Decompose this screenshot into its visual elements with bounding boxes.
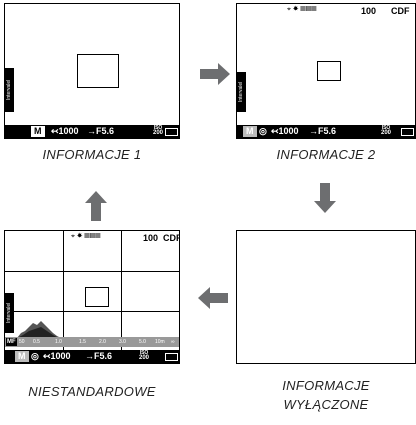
battery-icon <box>165 353 178 361</box>
scale-tick: 1.0 <box>55 339 62 345</box>
screen-custom: ⌖ ☀ ▤▤▤ 100 CDF Intervalel MF 50 0.5 1.0… <box>4 230 180 364</box>
arrow-right-icon <box>200 63 230 85</box>
grid-line <box>63 231 64 350</box>
aperture: →F5.6 <box>85 351 113 361</box>
focus-distance-bar: MF 50 0.5 1.0 1.5 2.0 3.0 5.0 10m ∞ <box>5 337 179 347</box>
shutter-speed: ↢1000 <box>51 126 79 136</box>
scale-tick: 3.0 <box>119 339 126 345</box>
iso: ISO 200 <box>139 350 150 362</box>
scale-tick: 50 <box>19 339 25 345</box>
histogram <box>15 315 63 339</box>
iso-value: 200 <box>153 130 164 136</box>
caption-custom: NIESTANDARDOWE <box>28 384 156 399</box>
status-bar: M ↢1000 →F5.6 ISO 200 <box>5 125 179 138</box>
film-sim-icon: CDF <box>391 6 410 16</box>
grid-line <box>121 231 122 350</box>
screen-info-off <box>236 230 416 364</box>
iso-label: ISO <box>153 125 163 131</box>
side-label: Intervalel <box>5 68 14 112</box>
metering-icon: ◎ <box>31 351 39 361</box>
iso: ISO 200 <box>381 125 392 137</box>
frame-count: 100 <box>361 6 377 16</box>
grid-line <box>5 311 179 312</box>
screen-info2: ⌖ ☀ ▤▤▤ 100 CDF Intervalel M ◎ ↢1000 →F5… <box>236 3 416 139</box>
scale-tick: ∞ <box>171 339 175 345</box>
iso-label: ISO <box>139 350 149 356</box>
iso-value: 200 <box>139 355 150 361</box>
exposure-mode: M <box>31 126 45 137</box>
side-label: Intervalel <box>5 293 14 333</box>
shutter-speed: ↢1000 <box>271 126 299 136</box>
top-icons: ⌖ ☀ ▤▤▤ <box>71 233 101 241</box>
screen-info1: Intervalel M ↢1000 →F5.6 ISO 200 <box>4 3 180 139</box>
frame-count: 100 <box>143 233 159 243</box>
aperture: →F5.6 <box>309 126 337 136</box>
scale-tick: 5.0 <box>139 339 146 345</box>
af-frame <box>85 287 109 307</box>
status-bar: M ◎ ↢1000 →F5.6 ISO 200 <box>237 125 415 138</box>
battery-icon <box>401 128 414 136</box>
battery-icon <box>165 128 178 136</box>
exposure-mode: M <box>243 126 257 137</box>
aperture: →F5.6 <box>87 126 115 136</box>
caption-line: INFORMACJE <box>282 378 370 393</box>
status-bar: M ◎ ↢1000 →F5.6 ISO 200 <box>5 350 179 363</box>
arrow-up-icon <box>85 191 107 221</box>
scale-tick: 10m <box>155 339 165 345</box>
exposure-mode: M <box>15 351 29 362</box>
caption-line: WYŁĄCZONE <box>283 397 369 412</box>
scale-tick: 2.0 <box>99 339 106 345</box>
af-frame <box>317 61 341 81</box>
film-sim-icon: CDF <box>163 233 180 243</box>
af-frame <box>77 54 119 88</box>
iso-label: ISO <box>381 125 391 131</box>
top-icons: ⌖ ☀ ▤▤▤ <box>287 6 317 13</box>
iso-value: 200 <box>381 130 392 136</box>
shutter-speed: ↢1000 <box>43 351 71 361</box>
caption-info1: INFORMACJE 1 <box>42 147 142 162</box>
metering-icon: ◎ <box>259 126 267 136</box>
scale-tick: 0.5 <box>33 339 40 345</box>
mf-label: MF <box>6 338 17 346</box>
caption-info2: INFORMACJE 2 <box>276 147 376 162</box>
grid-line <box>5 271 179 272</box>
side-label: Intervalel <box>237 72 246 112</box>
arrow-down-icon <box>314 183 336 213</box>
caption-info-off: INFORMACJE WYŁĄCZONE <box>236 376 416 414</box>
arrow-left-icon <box>198 287 228 309</box>
scale-tick: 1.5 <box>79 339 86 345</box>
iso: ISO 200 <box>153 125 164 137</box>
